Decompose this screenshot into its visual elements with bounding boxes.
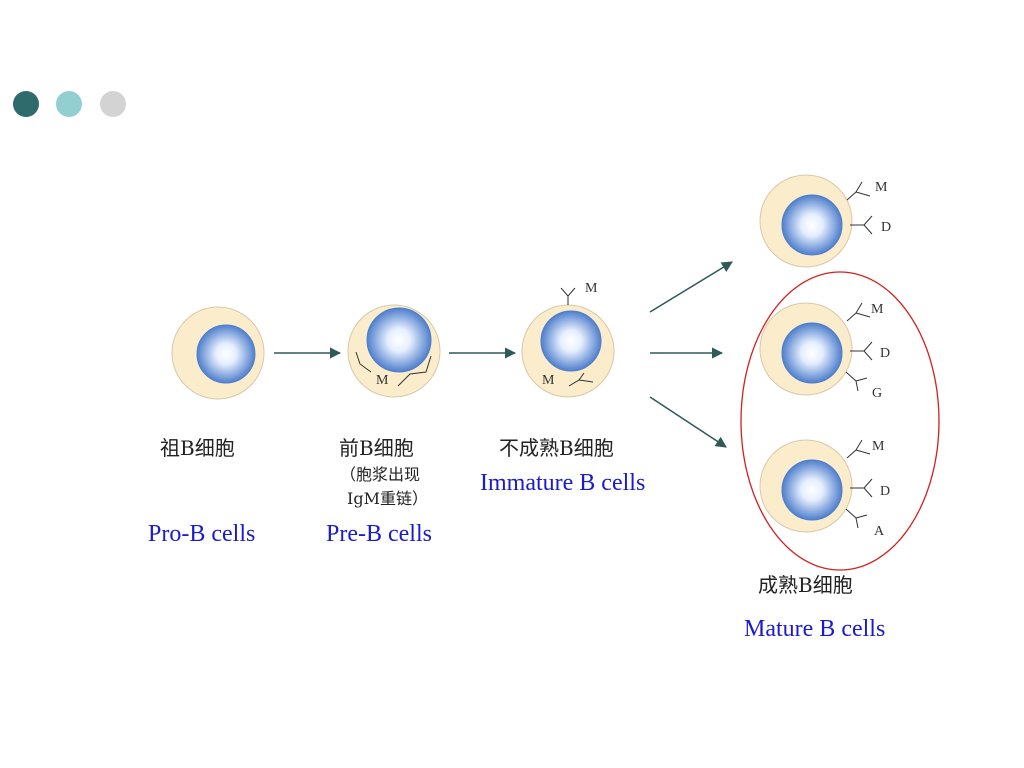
- cell-nucleus: [540, 310, 602, 372]
- cell-nucleus: [781, 322, 843, 384]
- pre-b-note-line2: IgM重链）: [347, 489, 428, 508]
- surface-igd-receptor: [850, 341, 873, 361]
- receptor-label: M: [875, 180, 888, 195]
- cell-nucleus: [196, 324, 256, 384]
- pro-b-label-en: Pro-B cells: [148, 521, 256, 547]
- decor-dot-2: [56, 91, 82, 117]
- surface-igd-receptor: [850, 215, 873, 235]
- highlight-ellipse: [740, 271, 940, 571]
- receptor-label: M: [585, 281, 598, 296]
- mature-b-cell-mdg: M D G: [759, 302, 890, 401]
- decor-dot-3: [100, 91, 126, 117]
- receptor-label: D: [881, 220, 891, 235]
- mature-b-label-en: Mature B cells: [744, 616, 886, 642]
- cytoplasmic-heavy-chain: [355, 351, 372, 373]
- receptor-label: D: [880, 346, 890, 361]
- receptor-label: G: [872, 386, 882, 401]
- cytoplasmic-igm: [568, 372, 594, 387]
- receptor-label: M: [376, 373, 389, 388]
- surface-igd-receptor: [850, 478, 873, 498]
- cell-nucleus: [781, 194, 843, 256]
- receptor-label: D: [880, 484, 890, 499]
- decor-dot-1: [13, 91, 39, 117]
- mature-b-cell-md: M D: [759, 174, 891, 268]
- receptor-label: M: [871, 302, 884, 317]
- pre-b-cell: M: [347, 304, 441, 398]
- cell-nucleus: [781, 459, 843, 521]
- arrow-to-mature-1: [649, 261, 733, 313]
- surface-igm-receptor: [846, 302, 871, 322]
- receptor-label: A: [874, 524, 885, 539]
- receptor-label: M: [542, 373, 555, 388]
- pre-b-note-line1: （胞浆出现: [340, 465, 421, 484]
- pre-b-label-en: Pre-B cells: [326, 521, 432, 547]
- surface-igg-receptor: [845, 371, 868, 392]
- pro-b-label-zh: 祖B细胞: [160, 436, 235, 460]
- immature-b-cell: M M: [521, 281, 615, 398]
- immature-b-label-zh: 不成熟B细胞: [499, 436, 614, 460]
- surface-igm-receptor: [560, 287, 576, 305]
- surface-igm-receptor: [846, 181, 871, 201]
- mature-b-cell-mda: M D A: [759, 439, 890, 539]
- pro-b-cell: [171, 306, 265, 400]
- receptor-label: M: [872, 439, 885, 454]
- cell-nucleus: [366, 307, 432, 373]
- mature-b-label-zh: 成熟B细胞: [758, 573, 853, 597]
- surface-igm-receptor: [846, 439, 871, 459]
- immature-b-label-en: Immature B cells: [480, 470, 646, 496]
- cytoplasmic-heavy-chain: [397, 355, 432, 387]
- arrow-to-mature-3: [649, 396, 727, 448]
- surface-iga-receptor: [845, 508, 868, 529]
- pre-b-label-zh: 前B细胞: [339, 436, 414, 460]
